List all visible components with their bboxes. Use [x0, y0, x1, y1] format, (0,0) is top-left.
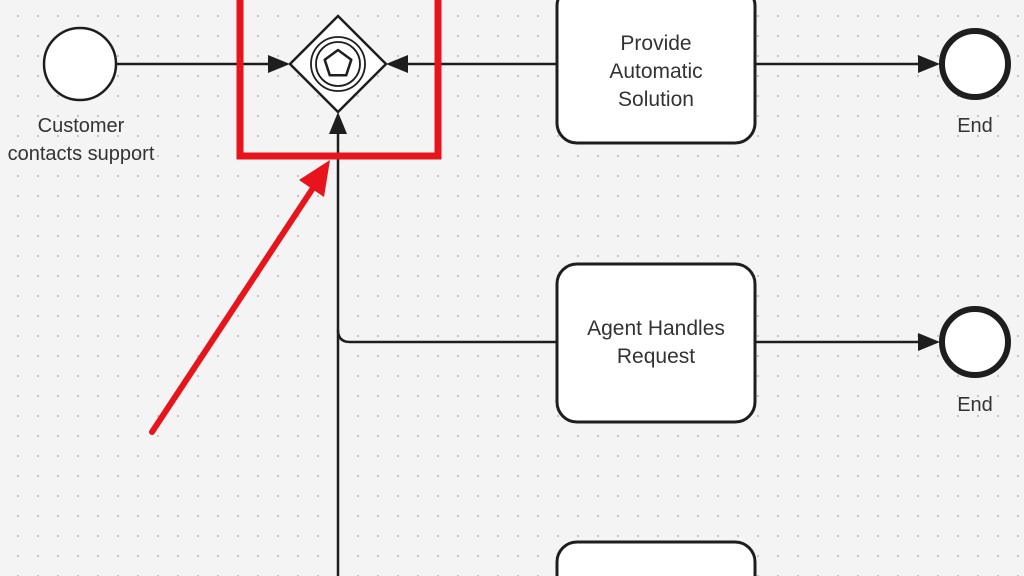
flow-start-to-gateway[interactable] — [116, 55, 290, 73]
task1-label: Provide Automatic Solution — [557, 0, 755, 143]
highlight-box — [236, 0, 442, 160]
task1-label-line1: Provide — [620, 31, 692, 55]
task2-label: Agent Handles Request — [557, 264, 755, 422]
end-event-2[interactable] — [939, 306, 1011, 378]
highlight-arrow — [149, 160, 330, 435]
task1-label-line2: Automatic — [609, 59, 703, 83]
task2-label-line2: Request — [616, 345, 696, 368]
flow-vertical-to-gateway[interactable] — [329, 112, 347, 576]
task-provide-automatic-solution[interactable] — [555, 0, 757, 145]
end-event-1[interactable] — [939, 28, 1011, 100]
end-event-1-label: End — [957, 115, 993, 137]
start-event[interactable] — [42, 26, 118, 102]
start-event-label-line1: Customer — [37, 115, 125, 137]
start-event-label: Customer contacts support — [0, 112, 162, 168]
end-event-2-label: End — [957, 394, 993, 416]
event-based-gateway[interactable] — [288, 14, 388, 114]
flow-branch-to-task2[interactable] — [336, 329, 556, 344]
flow-task1-to-gateway[interactable] — [386, 55, 556, 73]
task-partial[interactable] — [555, 540, 757, 576]
task-agent-handles-request[interactable] — [555, 262, 757, 424]
task2-label-line1: Agent Handles — [587, 317, 725, 340]
start-event-label-line2: contacts support — [7, 143, 155, 165]
flow-task1-to-end1[interactable] — [756, 55, 940, 73]
task1-label-line3: Solution — [618, 87, 694, 111]
event-based-gateway-icon — [310, 36, 366, 92]
flow-task2-to-end2[interactable] — [756, 333, 940, 351]
